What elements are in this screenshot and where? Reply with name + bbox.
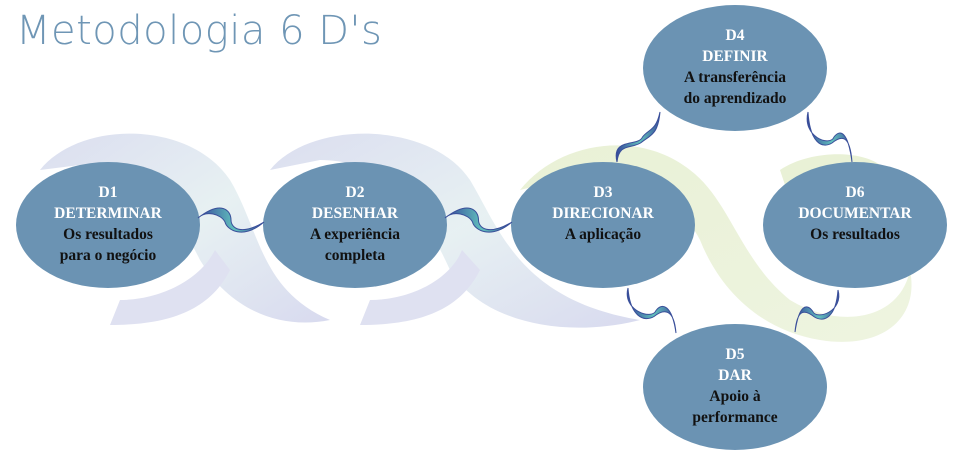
- connector-d6-d5: [794, 289, 840, 333]
- node-description-line: Os resultados: [810, 226, 900, 243]
- node-verb: DIRECIONAR: [552, 205, 654, 222]
- node-code: D6: [845, 184, 865, 201]
- node-verb: DOCUMENTAR: [798, 205, 912, 222]
- node-ellipse-d5[interactable]: [643, 324, 827, 450]
- node-description-line: completa: [324, 247, 386, 264]
- node-code: D1: [98, 184, 118, 201]
- node-code: D3: [593, 184, 613, 201]
- node-code: D4: [725, 27, 745, 44]
- node-verb: DAR: [718, 367, 752, 384]
- node-verb: DESENHAR: [311, 205, 399, 222]
- node-ellipse-d4[interactable]: [643, 5, 827, 131]
- connector-d4-d6: [806, 111, 853, 163]
- connector-d1-d2: [197, 207, 265, 233]
- node-ellipse-d3[interactable]: [511, 162, 695, 288]
- node-description-line: do aprendizado: [683, 90, 787, 107]
- node-description-line: Apoio à: [709, 388, 761, 405]
- node-code: D5: [725, 346, 745, 363]
- node-description-line: A transferência: [683, 69, 786, 86]
- node-verb: DETERMINAR: [54, 205, 162, 222]
- node-description-line: A experiência: [310, 226, 400, 243]
- node-code: D2: [345, 184, 365, 201]
- node-ellipse-d1[interactable]: [16, 162, 200, 288]
- node-description-line: para o negócio: [59, 247, 157, 264]
- node-ellipse-d2[interactable]: [263, 162, 447, 288]
- ribbon-d2-d3: [270, 133, 640, 328]
- node-verb: DEFINIR: [702, 48, 768, 65]
- connector-d3-d4: [615, 111, 661, 163]
- node-description-line: Os resultados: [63, 226, 153, 243]
- connector-d2-d3: [444, 207, 513, 233]
- node-ellipse-d6[interactable]: [763, 162, 947, 288]
- connector-d3-d5: [626, 287, 677, 334]
- page-title: Metodologia 6 D's: [16, 8, 383, 54]
- node-description-line: performance: [692, 409, 778, 426]
- node-description-line: A aplicação: [564, 226, 642, 243]
